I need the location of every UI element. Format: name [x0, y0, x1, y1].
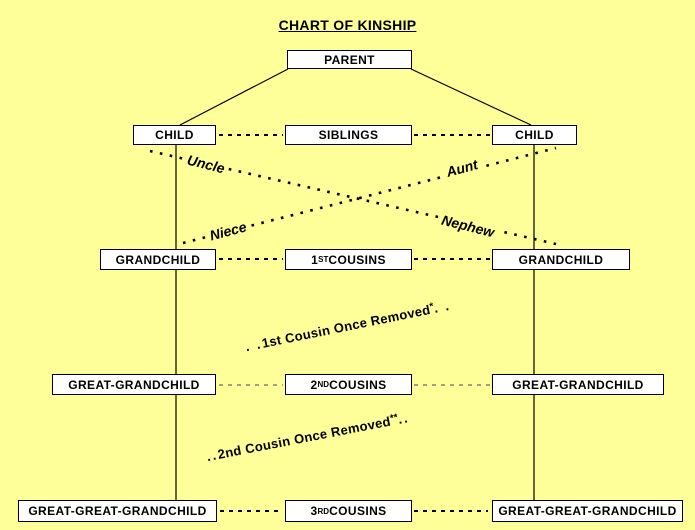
box-great-grandchild-right: GREAT-GRANDCHILD	[492, 374, 664, 395]
box-grandchild-left: GRANDCHILD	[100, 249, 216, 270]
box-parent: PARENT	[287, 50, 412, 69]
sibling-dash-lines	[219, 134, 490, 512]
uncle-aunt-dotted-lines	[149, 146, 557, 246]
third-cousins-ordinal: RD	[317, 506, 330, 516]
box-child-right: CHILD	[492, 125, 577, 145]
box-great-great-grandchild-left: GREAT-GREAT-GRANDCHILD	[18, 500, 217, 522]
second-cousins-number: 2	[310, 377, 318, 392]
descent-lines	[175, 145, 535, 500]
page-title: CHART OF KINSHIP	[278, 17, 417, 33]
second-cousins-word: COUSINS	[329, 377, 387, 392]
first-cousins-ordinal: ST	[318, 255, 329, 264]
box-great-grandchild-left: GREAT-GRANDCHILD	[52, 374, 216, 395]
third-cousins-word: COUSINS	[329, 504, 387, 518]
third-cousins-number: 3	[310, 504, 318, 518]
box-great-great-grandchild-right: GREAT-GREAT-GRANDCHILD	[492, 500, 683, 522]
box-child-left: CHILD	[133, 125, 216, 145]
box-siblings: SIBLINGS	[285, 125, 412, 145]
first-cousins-number: 1	[311, 252, 319, 267]
second-cousins-ordinal: ND	[317, 380, 330, 389]
box-grandchild-right: GRANDCHILD	[492, 249, 630, 270]
parent-child-lines	[179, 68, 532, 126]
first-cousins-word: COUSINS	[328, 252, 386, 267]
